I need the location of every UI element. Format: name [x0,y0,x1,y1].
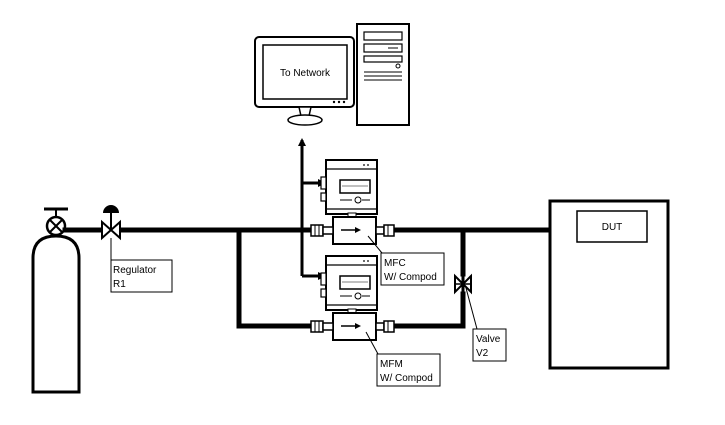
computer-monitor: To Network [254,36,355,126]
regulator-label: Regulator R1 [110,259,173,293]
mfm-label-line2: W/ Compod [380,373,433,384]
valve-label: Valve V2 [472,328,507,362]
valve-icon [454,273,472,295]
mfm-label-line1: MFM [380,359,403,370]
dut-label: DUT [602,222,623,233]
mfc-label-line2: W/ Compod [384,272,437,283]
computer-tower [356,23,410,126]
mfm-label: MFM W/ Compod [376,353,441,387]
dut-box: DUT [548,199,670,370]
mfc-device [310,159,395,245]
mfm-device [310,255,395,341]
valve-label-line1: Valve [476,334,501,345]
mfc-label-line1: MFC [384,258,406,269]
regulator-label-line2: R1 [113,279,126,290]
gas-cylinder [31,224,81,394]
valve-label-line2: V2 [476,348,489,359]
regulator-label-line1: Regulator [113,265,157,276]
regulator-icon [101,205,121,241]
mfc-label: MFC W/ Compod [380,252,445,286]
network-connection [298,138,326,280]
pipe-network [62,227,553,329]
cylinder-valve-icon [44,207,68,237]
monitor-screen-text: To Network [280,68,331,79]
